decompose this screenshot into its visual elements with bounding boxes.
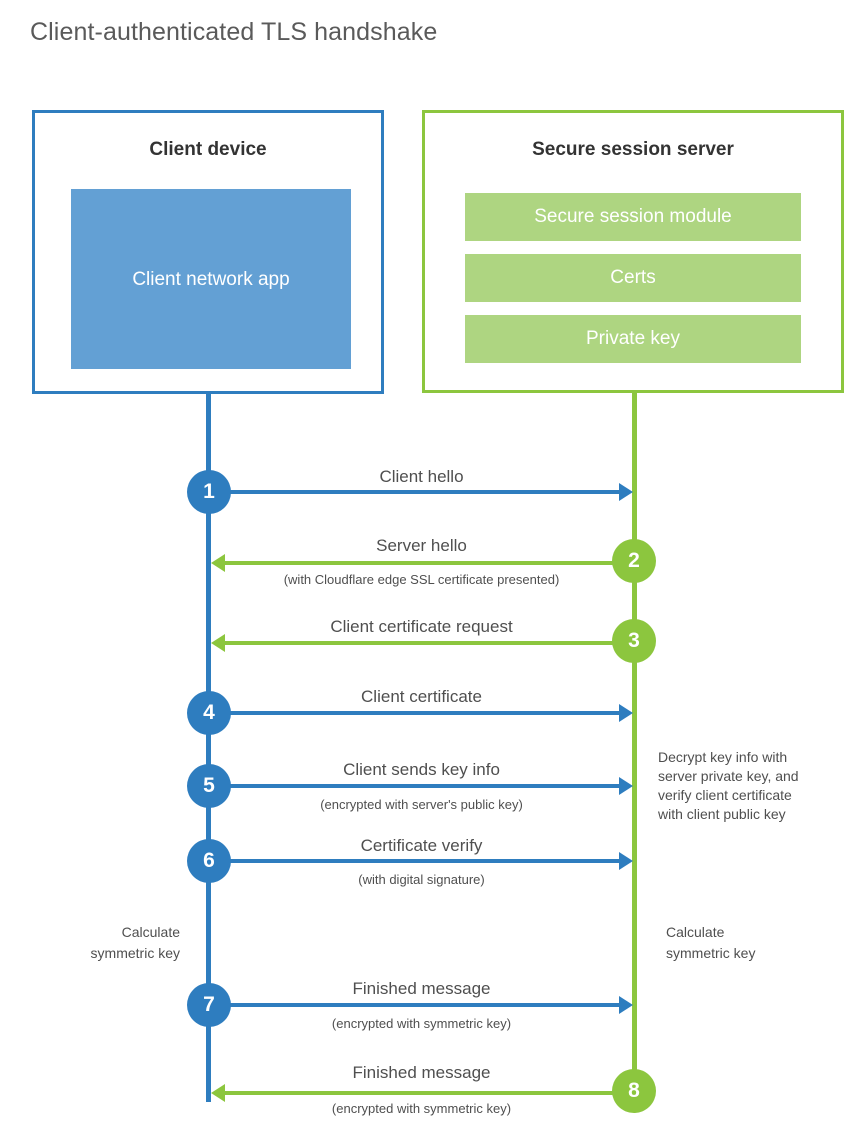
note-server-symkey-line1: Calculate <box>666 924 725 940</box>
server-lifeline <box>632 393 637 1093</box>
step-1-badge: 1 <box>187 470 231 514</box>
server-bar-private-key: Private key <box>465 315 801 363</box>
page-title: Client-authenticated TLS handshake <box>30 18 438 46</box>
note-decrypt-line4: with client public key <box>658 806 786 822</box>
note-server-calculate-symmetric-key: Calculate symmetric key <box>666 922 846 964</box>
step-4-label: Client certificate <box>361 687 482 706</box>
note-decrypt-key-info: Decrypt key info with server private key… <box>658 748 848 824</box>
client-app-label-line1: Client network <box>132 268 253 290</box>
note-client-symkey-line2: symmetric key <box>90 945 180 961</box>
step-6-arrow-head-right-icon <box>619 852 633 870</box>
step-6-badge: 6 <box>187 839 231 883</box>
step-7-label: Finished message <box>352 979 491 998</box>
note-client-calculate-symmetric-key: Calculate symmetric key <box>20 922 180 964</box>
step-5-label: Client sends key info <box>343 760 500 779</box>
step-2-badge: 2 <box>612 539 656 583</box>
secure-session-server-title: Secure session server <box>532 139 734 160</box>
step-3-arrow-line <box>225 641 634 645</box>
note-decrypt-line3: verify client certificate <box>658 787 792 803</box>
client-app-label-line2: app <box>257 268 290 290</box>
step-3-badge: 3 <box>612 619 656 663</box>
step-2-arrow-head-left-icon <box>211 554 225 572</box>
client-network-app-box: Client network app <box>71 189 351 369</box>
client-device-box: Client device Client network app <box>32 110 384 394</box>
step-5-arrow-line <box>209 784 619 788</box>
step-5-badge: 5 <box>187 764 231 808</box>
step-1-label: Client hello <box>379 467 464 486</box>
note-client-symkey-line1: Calculate <box>121 924 180 940</box>
step-8-arrow-head-left-icon <box>211 1084 225 1102</box>
step-2-sublabel: (with Cloudflare edge SSL certificate pr… <box>283 572 560 587</box>
step-8-label: Finished message <box>352 1063 491 1082</box>
note-decrypt-line2: server private key, and <box>658 768 799 784</box>
step-7-badge: 7 <box>187 983 231 1027</box>
step-5-arrow-head-right-icon <box>619 777 633 795</box>
step-4-arrow-line <box>209 711 619 715</box>
step-7-arrow-head-right-icon <box>619 996 633 1014</box>
step-3-arrow-head-left-icon <box>211 634 225 652</box>
step-6-sublabel: (with digital signature) <box>358 872 485 887</box>
server-bar-secure-session-module: Secure session module <box>465 193 801 241</box>
step-6-label: Certificate verify <box>360 836 483 855</box>
client-network-app-label: Client network app <box>132 266 289 293</box>
step-1-arrow-head-right-icon <box>619 483 633 501</box>
step-2-arrow-line <box>225 561 634 565</box>
step-8-sublabel: (encrypted with symmetric key) <box>331 1101 512 1116</box>
step-1-arrow-line <box>209 490 619 494</box>
step-3-label: Client certificate request <box>330 617 513 636</box>
client-lifeline <box>206 394 211 1102</box>
step-4-arrow-head-right-icon <box>619 704 633 722</box>
note-decrypt-line1: Decrypt key info with <box>658 749 788 765</box>
step-8-arrow-line <box>225 1091 634 1095</box>
step-8-badge: 8 <box>612 1069 656 1113</box>
step-5-sublabel: (encrypted with server's public key) <box>320 797 523 812</box>
step-6-arrow-line <box>209 859 619 863</box>
step-2-label: Server hello <box>376 536 467 555</box>
server-bar-certs: Certs <box>465 254 801 302</box>
step-7-arrow-line <box>209 1003 619 1007</box>
client-device-title: Client device <box>149 139 267 160</box>
step-7-sublabel: (encrypted with symmetric key) <box>331 1016 512 1031</box>
secure-session-server-box: Secure session server Secure session mod… <box>422 110 844 393</box>
note-server-symkey-line2: symmetric key <box>666 945 756 961</box>
step-4-badge: 4 <box>187 691 231 735</box>
